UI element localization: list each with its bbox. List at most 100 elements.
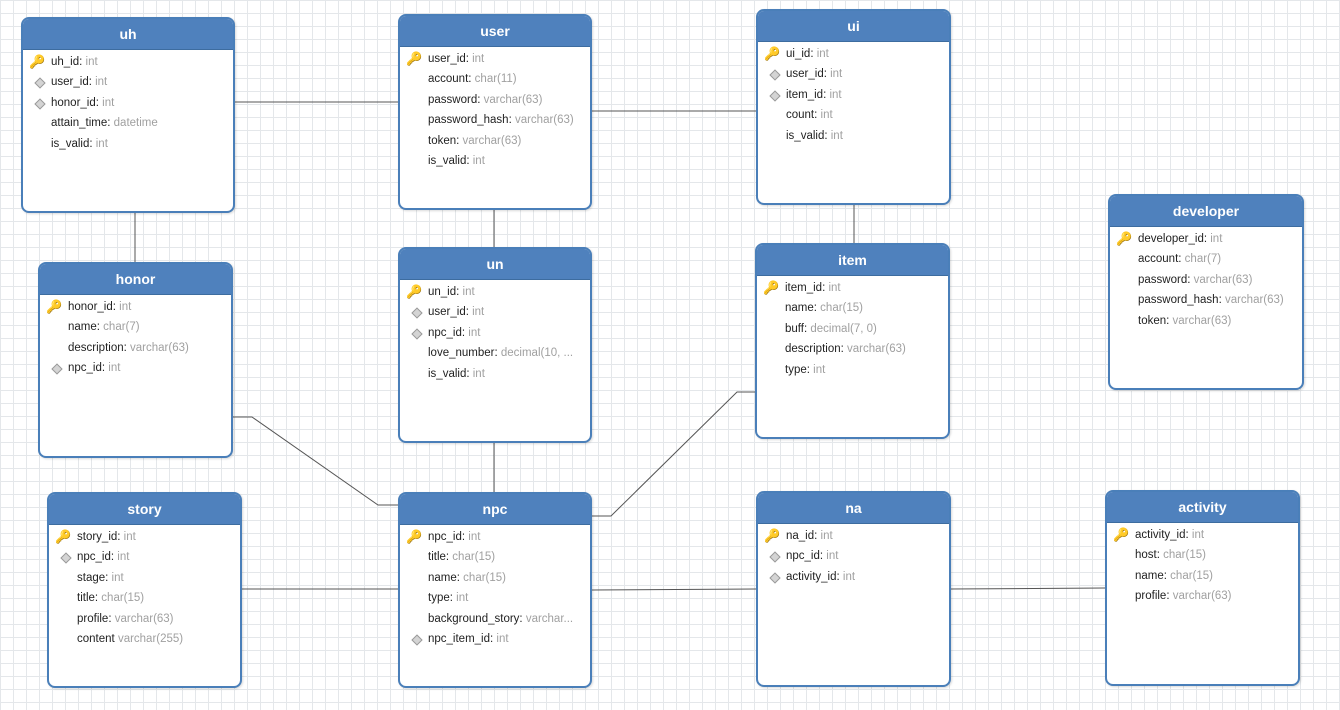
column-row[interactable]: type: int <box>785 363 826 376</box>
table-ui[interactable]: ui 🔑ui_id: int user_id: int item_id: int… <box>756 9 951 205</box>
column-row[interactable]: 🔑honor_id: int <box>40 297 231 317</box>
table-honor[interactable]: honor 🔑honor_id: int name: char(7) descr… <box>38 262 233 458</box>
column-type: varchar(63) <box>114 612 174 625</box>
column-row[interactable]: profile: varchar(63) <box>1135 590 1232 603</box>
column-row[interactable]: account: char(11) <box>428 73 517 86</box>
column-name: token <box>428 134 457 147</box>
primary-key-icon: 🔑 <box>764 528 781 543</box>
table-item[interactable]: item 🔑item_id: int name: char(15) buff: … <box>755 243 950 439</box>
table-header: honor <box>40 264 231 295</box>
column-row[interactable]: npc_id: int <box>400 323 590 343</box>
column-type: int <box>85 56 98 68</box>
column-row[interactable]: name: char(7) <box>68 321 140 334</box>
column-row[interactable]: title: char(15) <box>77 592 145 605</box>
table-un[interactable]: un 🔑un_id: int user_id: int npc_id: int … <box>398 247 592 443</box>
foreign-key-diamond-icon <box>55 547 73 567</box>
column-row[interactable]: content varchar(255) <box>49 629 240 649</box>
column-row[interactable]: description: varchar(63) <box>785 343 906 356</box>
column-type: char(15) <box>101 592 145 605</box>
column-name: activity_id <box>786 570 837 583</box>
column-type: varchar(63) <box>1193 273 1253 286</box>
column-row[interactable]: token: varchar(63) <box>428 134 522 147</box>
table-header: un <box>400 249 590 280</box>
column-row[interactable]: attain_time: datetime <box>51 117 158 130</box>
column-row[interactable]: password: varchar(63) <box>1138 273 1253 286</box>
column-type: int <box>468 531 481 543</box>
foreign-key-diamond-icon <box>29 72 47 92</box>
column-row[interactable]: password: varchar(63) <box>428 93 543 106</box>
column-row[interactable]: item_id: int <box>758 85 949 105</box>
column-type: char(15) <box>820 302 863 315</box>
column-name: uh_id <box>51 56 80 68</box>
column-row[interactable]: npc_item_id: int <box>400 629 590 649</box>
column-row[interactable]: 🔑developer_id: int <box>1110 229 1302 249</box>
column-type: int <box>496 632 509 645</box>
column-row[interactable]: is_valid: int <box>786 129 843 142</box>
column-name: user_id <box>51 76 89 89</box>
column-row[interactable]: is_valid: int <box>428 367 485 380</box>
column-row[interactable]: password_hash: varchar(63) <box>1138 294 1284 307</box>
column-row[interactable]: title: char(15) <box>428 551 496 564</box>
column-row[interactable]: stage: int <box>77 571 124 584</box>
column-name: honor_id <box>68 301 113 313</box>
column-type: int <box>828 282 841 294</box>
column-name: password <box>1138 273 1188 286</box>
column-row[interactable]: account: char(7) <box>1138 253 1222 266</box>
table-story[interactable]: story 🔑story_id: int npc_id: int stage: … <box>47 492 242 688</box>
column-row[interactable]: honor_id: int <box>23 93 233 113</box>
table-activity[interactable]: activity 🔑activity_id: int host: char(15… <box>1105 490 1300 686</box>
column-row[interactable]: 🔑un_id: int <box>400 282 590 302</box>
column-row[interactable]: npc_id: int <box>758 546 949 566</box>
table-uh[interactable]: uh 🔑uh_id: int user_id: int honor_id: in… <box>21 17 235 213</box>
column-row[interactable]: 🔑user_id: int <box>400 49 590 69</box>
column-row[interactable]: 🔑activity_id: int <box>1107 525 1298 545</box>
column-row[interactable]: user_id: int <box>400 302 590 322</box>
column-row[interactable]: is_valid: int <box>428 154 485 167</box>
column-type: varchar(63) <box>1172 590 1232 603</box>
column-row[interactable]: password_hash: varchar(63) <box>428 114 574 127</box>
column-row[interactable]: user_id: int <box>758 64 949 84</box>
column-row[interactable]: user_id: int <box>23 72 233 92</box>
column-row[interactable]: npc_id: int <box>49 547 240 567</box>
column-row[interactable]: 🔑item_id: int <box>757 278 948 298</box>
column-row[interactable]: type: int <box>428 592 469 605</box>
column-type: char(15) <box>452 551 496 564</box>
table-npc[interactable]: npc 🔑npc_id: int title: char(15) name: c… <box>398 492 592 688</box>
column-row[interactable]: profile: varchar(63) <box>77 612 174 625</box>
table-header: npc <box>400 494 590 525</box>
column-row[interactable]: name: char(15) <box>1135 569 1213 582</box>
column-row[interactable]: count: int <box>786 109 833 122</box>
column-row[interactable]: buff: decimal(7, 0) <box>785 322 877 335</box>
column-type: char(15) <box>463 571 506 584</box>
column-row[interactable]: activity_id: int <box>758 567 949 587</box>
column-row[interactable]: token: varchar(63) <box>1138 314 1232 327</box>
column-type: int <box>820 530 833 542</box>
column-type: varchar(63) <box>514 114 574 127</box>
column-type: int <box>816 48 829 60</box>
column-row[interactable]: description: varchar(63) <box>68 341 189 354</box>
table-user[interactable]: user 🔑user_id: int account: char(11) pas… <box>398 14 592 210</box>
column-row[interactable]: 🔑uh_id: int <box>23 52 233 72</box>
table-header: story <box>49 494 240 525</box>
column-row[interactable]: 🔑story_id: int <box>49 527 240 547</box>
column-type: int <box>123 531 136 543</box>
column-row[interactable]: host: char(15) <box>1135 549 1206 562</box>
column-row[interactable]: name: char(15) <box>428 571 506 584</box>
column-row[interactable]: name: char(15) <box>785 302 863 315</box>
column-row[interactable]: npc_id: int <box>40 358 231 378</box>
column-type: int <box>472 53 485 65</box>
column-row[interactable]: 🔑ui_id: int <box>758 44 949 64</box>
column-name: ui_id <box>786 48 811 60</box>
column-row[interactable]: background_story: varchar... <box>428 612 574 625</box>
column-row[interactable]: 🔑na_id: int <box>758 526 949 546</box>
column-type: varchar(63) <box>130 341 189 354</box>
table-na[interactable]: na 🔑na_id: int npc_id: int activity_id: … <box>756 491 951 687</box>
column-row[interactable]: is_valid: int <box>51 137 108 150</box>
relation-honor-npc <box>233 416 398 506</box>
primary-key-icon: 🔑 <box>406 284 423 299</box>
column-type: varchar(63) <box>847 343 906 356</box>
column-row[interactable]: 🔑npc_id: int <box>400 527 590 547</box>
table-header: ui <box>758 11 949 42</box>
table-developer[interactable]: developer 🔑developer_id: int account: ch… <box>1108 194 1304 390</box>
column-row[interactable]: love_number: decimal(10, ... <box>428 347 574 360</box>
